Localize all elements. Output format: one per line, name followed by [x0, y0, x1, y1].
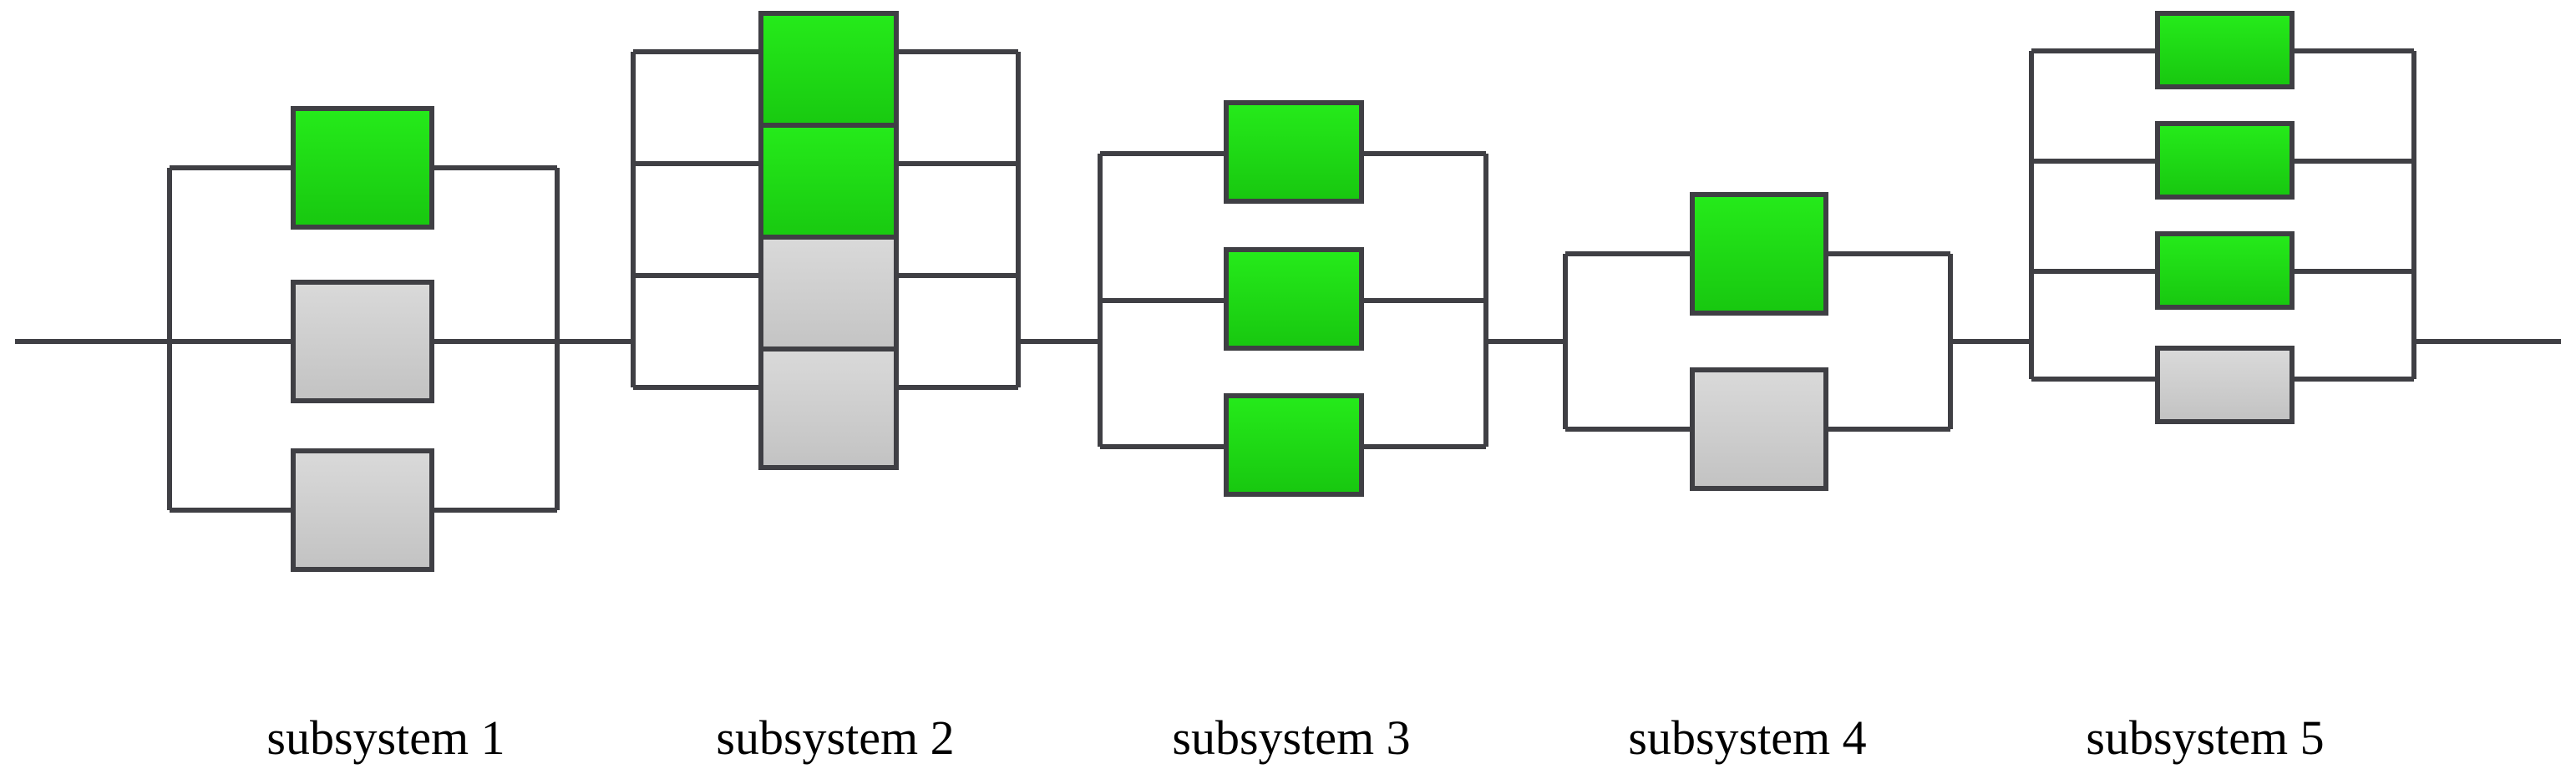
block-face — [296, 111, 429, 225]
block-face — [763, 240, 894, 353]
subsystem-4-right-rail — [1948, 254, 1953, 429]
subsystem-5-block-4-failed[interactable] — [2155, 346, 2302, 432]
subsystem-4-left-rail — [1563, 254, 1568, 429]
block-face — [1695, 372, 1823, 486]
subsystem-2-left-rail — [631, 52, 636, 387]
subsystem-5-block-3-operational[interactable] — [2155, 231, 2302, 317]
subsystem-2-block-1-operational[interactable] — [758, 11, 906, 142]
block-face — [2160, 351, 2289, 419]
block-face — [1229, 252, 1359, 346]
block-face — [2160, 16, 2289, 84]
subsystem-3-block-3-operational[interactable] — [1224, 393, 1372, 504]
subsystem-4-block-2-failed[interactable] — [1690, 367, 1836, 498]
series-connector-2 — [557, 339, 633, 344]
block-face — [2160, 126, 2289, 195]
subsystem-3-right-rail — [1483, 154, 1488, 447]
subsystem-2-block-3-failed[interactable] — [758, 235, 906, 366]
subsystem-3-label: subsystem 3 — [1172, 711, 1411, 765]
series-connector-6 — [2414, 339, 2561, 344]
subsystem-2-block-4-failed[interactable] — [758, 346, 906, 478]
subsystem-2-label: subsystem 2 — [716, 711, 955, 765]
subsystem-1-block-2-failed[interactable] — [291, 280, 442, 411]
subsystem-1-block-3-failed[interactable] — [291, 448, 442, 579]
subsystem-1-block-1-operational[interactable] — [291, 106, 442, 237]
subsystem-2-right-rail — [1016, 52, 1021, 387]
block-face — [2160, 236, 2289, 305]
block-face — [1695, 197, 1823, 311]
block-face — [296, 285, 429, 398]
block-face — [763, 128, 894, 241]
subsystem-5-left-rail — [2029, 51, 2034, 379]
block-face — [296, 453, 429, 567]
subsystem-4-label: subsystem 4 — [1628, 711, 1867, 765]
subsystem-2-block-2-operational[interactable] — [758, 123, 906, 254]
subsystem-1-label: subsystem 1 — [266, 711, 505, 765]
subsystem-5-right-rail — [2411, 51, 2416, 379]
series-connector-3 — [1018, 339, 1100, 344]
block-face — [763, 352, 894, 465]
subsystem-1-right-rail — [555, 168, 560, 510]
subsystem-5-label: subsystem 5 — [2086, 711, 2325, 765]
subsystem-4-block-1-operational[interactable] — [1690, 192, 1836, 323]
series-connector-5 — [1950, 339, 2031, 344]
block-face — [1229, 105, 1359, 199]
block-face — [763, 16, 894, 129]
block-face — [1229, 398, 1359, 492]
series-connector-1 — [15, 339, 170, 344]
subsystem-5-block-1-operational[interactable] — [2155, 11, 2302, 97]
series-connector-4 — [1486, 339, 1565, 344]
subsystem-3-block-2-operational[interactable] — [1224, 247, 1372, 358]
subsystem-3-block-1-operational[interactable] — [1224, 100, 1372, 211]
subsystem-5-block-2-operational[interactable] — [2155, 121, 2302, 207]
